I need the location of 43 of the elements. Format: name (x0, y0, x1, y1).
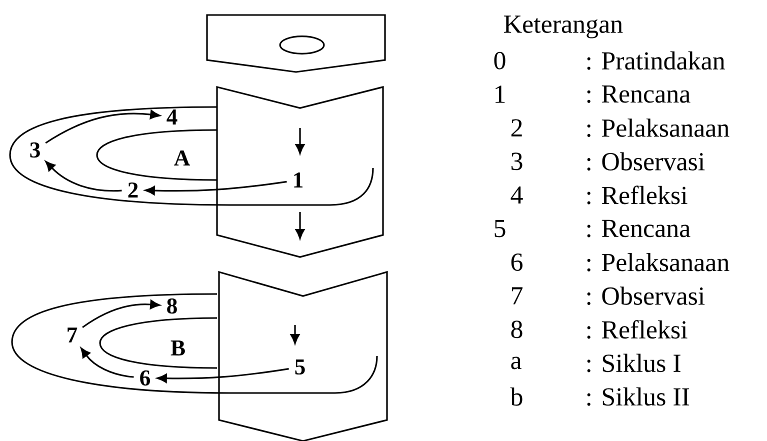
legend-description: : Refleksi (587, 186, 688, 204)
arrow (80, 348, 134, 378)
step-number: 5 (295, 359, 305, 375)
arrow (82, 300, 160, 328)
legend-key: 8 (511, 320, 522, 338)
legend-description: : Rencana (587, 220, 690, 238)
legend-description: : Rencana (587, 86, 690, 103)
legend-description: : Refleksi (587, 320, 688, 339)
cycle-label: B (170, 340, 185, 356)
legend-key: a (511, 356, 522, 370)
legend-key: 5 (494, 220, 506, 238)
arrow (45, 161, 122, 192)
step-number: 2 (128, 182, 138, 198)
legend-description: : Pelaksanaan (587, 253, 730, 272)
step-number: 1 (294, 172, 302, 188)
step-number: 6 (140, 370, 150, 386)
legend-key: 2 (511, 119, 522, 136)
legend-key: 3 (512, 152, 522, 170)
legend-description: : Siklus I (587, 354, 680, 372)
chevron-box (218, 270, 388, 441)
legend-key: 0 (494, 52, 506, 70)
legend-description: : Siklus II (587, 387, 690, 406)
legend-key: 1 (496, 86, 505, 103)
arrow (45, 110, 160, 144)
cycle-label: A (174, 150, 190, 166)
legend-description: : Pelaksanaan (587, 118, 730, 137)
legend-description: : Pratindakan (587, 51, 725, 70)
arrow (144, 180, 287, 196)
legend-key: 7 (512, 287, 523, 304)
legend-description: : Observasi (587, 152, 705, 171)
step-number: 8 (167, 298, 177, 314)
step-number: 3 (30, 142, 40, 158)
legend-key: 6 (511, 253, 522, 271)
oval-symbol (279, 36, 325, 54)
legend-key: b (510, 387, 522, 406)
step-number: 7 (68, 328, 78, 342)
legend-description: : Observasi (587, 286, 705, 305)
chevron-box (206, 14, 386, 73)
arrow (156, 368, 289, 383)
step-number: 4 (166, 110, 178, 124)
legend-key: 4 (510, 186, 523, 204)
chevron-box (216, 86, 384, 258)
legend-heading: Keterangan (504, 16, 623, 38)
